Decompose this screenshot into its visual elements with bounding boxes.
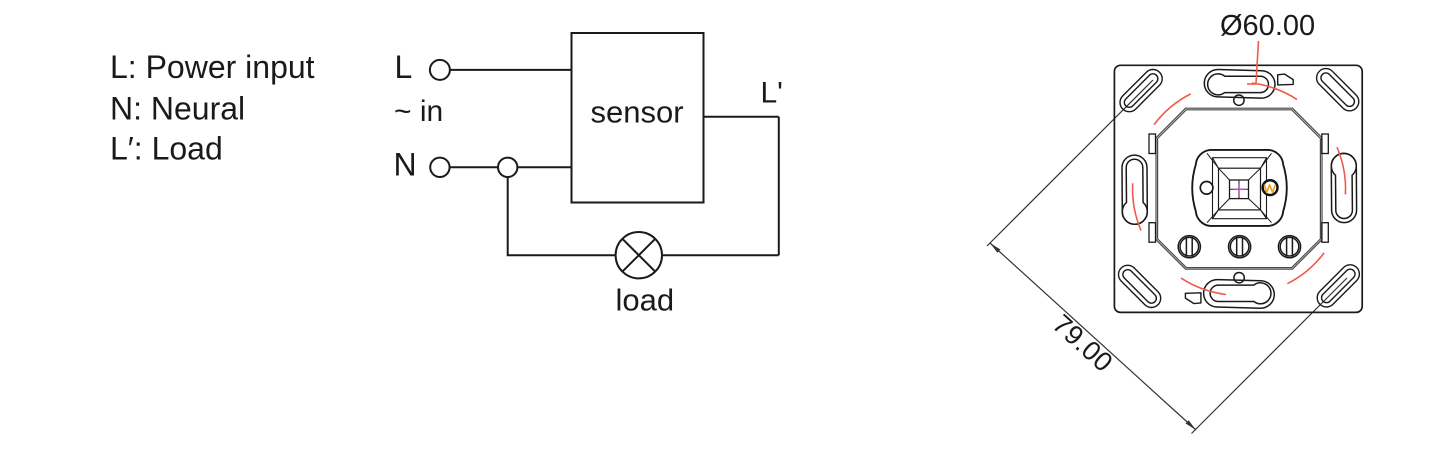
svg-text:L': L' <box>761 77 783 110</box>
svg-text:L: L <box>395 49 413 85</box>
svg-text:L′: Load: L′: Load <box>110 131 223 167</box>
svg-text:L: Power input: L: Power input <box>110 49 315 85</box>
svg-text:Ø60.00: Ø60.00 <box>1220 10 1315 42</box>
svg-text:79.00: 79.00 <box>1047 309 1119 378</box>
svg-text:N: N <box>394 147 417 183</box>
svg-text:~ in: ~ in <box>394 95 443 128</box>
svg-text:load: load <box>616 283 675 318</box>
svg-text:N: Neural: N: Neural <box>110 91 245 127</box>
svg-text:sensor: sensor <box>590 95 683 130</box>
